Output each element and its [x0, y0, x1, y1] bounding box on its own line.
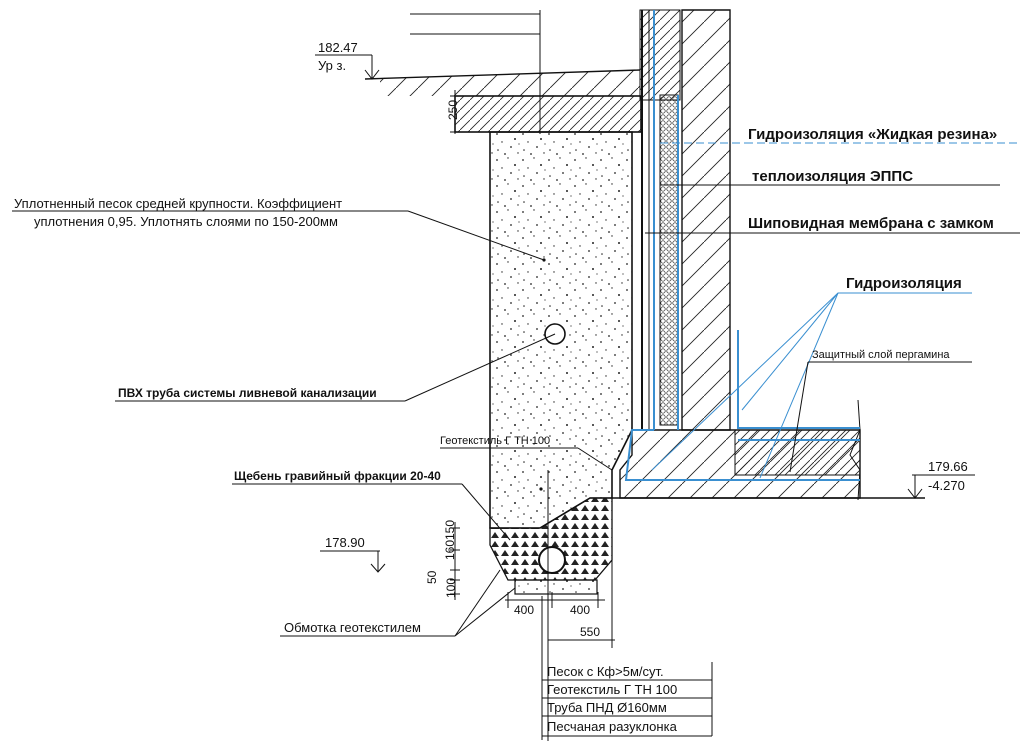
legend-item: Песчаная разуклонка	[547, 719, 678, 734]
dim-400-left: 400	[514, 603, 534, 617]
floor-screed	[734, 429, 861, 476]
blind-area-slab	[454, 95, 642, 133]
structure	[364, 9, 925, 741]
dim-250: 250	[446, 100, 460, 120]
dimension-lines	[450, 90, 615, 648]
dim-150: 150	[443, 520, 457, 540]
label-membrane: Шиповидная мембрана с замком	[748, 215, 994, 232]
epps-insulation	[659, 94, 679, 426]
waterproofing-layers	[624, 10, 860, 481]
label-epps: теплоизоляция ЭППС	[752, 168, 913, 185]
legend-item: Геотекстиль Г ТН 100	[547, 682, 677, 697]
wall-upper-ext	[639, 9, 681, 101]
basement-wall	[681, 9, 731, 431]
label-sand-line2: уплотнения 0,95. Уплотнять слоями по 150…	[34, 214, 338, 229]
ground-line	[364, 69, 641, 80]
drain-pipe	[538, 546, 566, 574]
drain-level-value: 178.90	[325, 535, 365, 550]
label-sand-line1: Уплотненный песок средней крупности. Коэ…	[14, 196, 342, 211]
legend-table: Песок с Кф>5м/сут. Геотекстиль Г ТН 100 …	[542, 662, 713, 737]
dim-400-right: 400	[570, 603, 590, 617]
label-waterproofing: Гидроизоляция	[846, 275, 962, 292]
label-wrap: Обмотка геотекстилем	[284, 620, 421, 635]
floor-level-rel: -4.270	[928, 478, 965, 493]
ground-level-label: Ур з.	[318, 58, 346, 73]
ground-level-value: 182.47	[318, 40, 358, 55]
dim-100: 100	[444, 578, 458, 598]
sand-cushion	[514, 579, 598, 595]
label-liquid-rubber: Гидроизоляция «Жидкая резина»	[748, 126, 997, 143]
level-ground: 182.47 Ур з.	[315, 40, 380, 80]
dim-50: 50	[425, 570, 439, 584]
label-geotextile-top: Геотекстиль Г ТН 100	[440, 435, 550, 447]
dim-160: 160	[443, 540, 457, 560]
legend-item: Труба ПНД Ø160мм	[547, 700, 667, 715]
leader-lines	[12, 142, 1020, 637]
level-floor: 179.66 -4.270	[907, 459, 975, 499]
dim-550: 550	[580, 625, 600, 639]
floor-level-value: 179.66	[928, 459, 968, 474]
level-drain: 178.90	[320, 535, 386, 573]
legend-item: Песок с Кф>5м/сут.	[547, 664, 664, 679]
pipe-axis-mark	[539, 487, 543, 491]
label-pergamin: Защитный слой пергамина	[812, 349, 950, 361]
label-pvc-pipe: ПВХ труба системы ливневой канализации	[118, 386, 377, 400]
label-gravel: Щебень гравийный фракции 20-40	[234, 469, 441, 483]
